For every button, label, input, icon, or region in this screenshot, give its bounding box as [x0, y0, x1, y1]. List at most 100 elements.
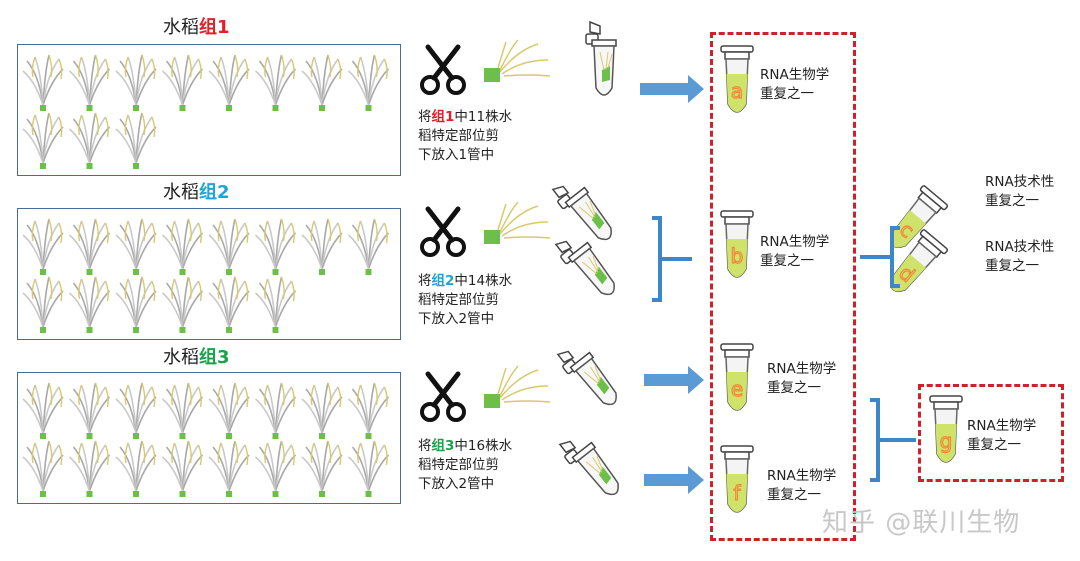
rice-plant-icon [22, 218, 64, 275]
tube-c-label: RNA技术性 重复之一 [985, 173, 1054, 211]
tube-a: a [720, 45, 754, 113]
rice-plant-icon [254, 440, 297, 497]
rice-plant-icon [161, 218, 204, 275]
rice-plant-icon [161, 382, 204, 439]
rice-plant-icon [115, 218, 157, 275]
rice-plant-icon [22, 440, 64, 497]
rice-plant-icon [115, 382, 157, 439]
group3-title-number: 组3 [199, 347, 230, 368]
group3-tube-1 [553, 337, 625, 416]
rice-plant-icon [347, 54, 390, 111]
rice-plant-icon [208, 218, 250, 275]
rice-plant-icon [254, 276, 297, 333]
cut-tissue-icon [484, 39, 551, 82]
group3-plants [22, 382, 390, 497]
rice-plant-icon [208, 440, 250, 497]
tube-g: g [929, 395, 963, 463]
group1-plants [22, 54, 390, 169]
group2-title-prefix: 水稻 [163, 182, 199, 203]
arrow [644, 466, 704, 494]
label-line: 重复之一 [985, 193, 1039, 209]
desc-highlight: 组3 [431, 438, 455, 454]
technical-bracket [860, 226, 900, 288]
group2-description: 将组2中14株水 稻特定部位剪 下放入2管中 [418, 272, 512, 329]
group1-title-prefix: 水稻 [163, 17, 199, 38]
desc-text: 将 [418, 438, 432, 454]
label-line: 重复之一 [985, 258, 1039, 274]
rice-plant-icon [22, 276, 64, 333]
scissors-icon [420, 371, 466, 422]
tube-e-letter: e [731, 377, 743, 401]
rice-plant-icon [161, 440, 204, 497]
rice-plant-icon [301, 382, 343, 439]
rice-plant-icon [115, 112, 157, 169]
rice-plant-icon [208, 382, 250, 439]
label-line: RNA生物学 [967, 418, 1037, 434]
middle-tubes [548, 21, 704, 506]
group2-tube-2 [551, 227, 623, 306]
desc-text: 稻特定部位剪 [418, 128, 499, 144]
rice-plant-icon [347, 382, 390, 439]
rice-plant-icon [208, 276, 250, 333]
label-line: 重复之一 [967, 437, 1021, 453]
group3-title-prefix: 水稻 [163, 347, 199, 368]
rice-plant-icon [68, 54, 111, 111]
tube-a-letter: a [731, 79, 743, 103]
group2-panel [17, 208, 401, 340]
rice-plant-icon [347, 218, 390, 275]
tube-f-letter: f [733, 481, 741, 505]
watermark: 知乎 @联川生物 [822, 508, 1021, 538]
replicate-tubes: a b e f c d g [720, 45, 963, 513]
tube-f-label: RNA生物学 重复之一 [767, 467, 836, 505]
group1-panel [17, 44, 401, 176]
merged-replicate-box [918, 384, 1064, 482]
label-line: RNA生物学 [767, 361, 837, 377]
group3-panel [17, 372, 401, 504]
desc-highlight: 组2 [431, 273, 455, 289]
rice-plant-icon [301, 54, 343, 111]
rice-plant-icon [301, 218, 343, 275]
desc-highlight: 组1 [431, 109, 455, 125]
arrow [644, 366, 704, 394]
desc-text: 中14株水 [454, 273, 513, 289]
desc-text: 稻特定部位剪 [418, 457, 499, 473]
rice-plant-icon [254, 218, 297, 275]
label-line: 重复之一 [760, 86, 814, 102]
rice-plant-icon [22, 382, 64, 439]
biological-replicates-box [710, 32, 856, 541]
tube-e: e [720, 343, 754, 411]
cut-tissue-icon [484, 201, 551, 244]
label-line: RNA生物学 [760, 234, 830, 250]
group3-description: 将组3中16株水 稻特定部位剪 下放入2管中 [418, 437, 512, 494]
tube-g-label: RNA生物学 重复之一 [967, 417, 1036, 455]
rice-plant-icon [22, 54, 64, 111]
group1-title-number: 组1 [199, 17, 230, 38]
rice-plant-icon [68, 276, 111, 333]
label-line: RNA技术性 [985, 174, 1055, 190]
cut-tissue-icon [484, 365, 551, 408]
rice-plant-icon [68, 382, 111, 439]
rice-plant-icon [68, 112, 111, 169]
tube-b-label: RNA生物学 重复之一 [760, 233, 829, 271]
rice-plant-icon [115, 440, 157, 497]
scissors-icon [420, 206, 466, 257]
tube-d-label: RNA技术性 重复之一 [985, 238, 1054, 276]
label-line: 重复之一 [760, 253, 814, 269]
rice-plant-icon [301, 440, 343, 497]
rice-plant-icon [347, 440, 390, 497]
tube-b-letter: b [731, 244, 744, 268]
desc-text: 中16株水 [454, 438, 513, 454]
group3-tube-2 [555, 427, 627, 506]
label-line: RNA生物学 [767, 468, 837, 484]
tube-b: b [720, 210, 754, 278]
tube-f: f [720, 445, 754, 513]
rice-plant-icon [115, 54, 157, 111]
group2-bracket [652, 216, 692, 302]
desc-text: 将 [418, 273, 432, 289]
rice-plant-icon [254, 382, 297, 439]
group3-title: 水稻组3 [163, 343, 230, 369]
rice-plant-icon [68, 218, 111, 275]
desc-text: 下放入2管中 [418, 476, 495, 492]
rice-plant-icon [161, 54, 204, 111]
rice-plant-icon [115, 276, 157, 333]
